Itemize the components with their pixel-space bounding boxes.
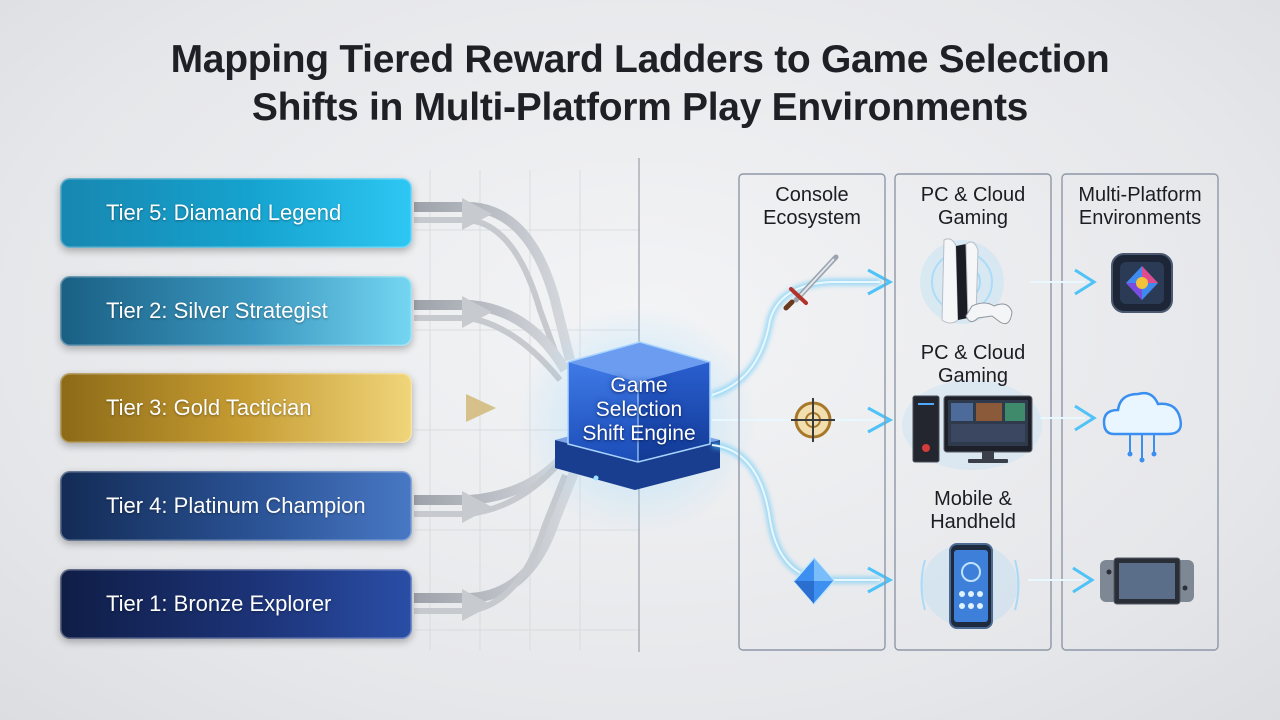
handheld-console-icon [1100,557,1194,605]
title-line-2: Shifts in Multi-Platform Play Environmen… [251,86,1029,129]
cloud-icon [1102,391,1182,463]
tier-label: Tier 2: Silver Strategist [106,298,328,323]
engine-cube [518,305,758,535]
pc-device-label: PC & Cloud Gaming [920,342,1026,387]
tier-card-diamond: Tier 5: Diamand Legend [60,178,412,248]
diagram-title: Mapping Tiered Reward Ladders to Game Se… [0,36,1280,132]
engine-label-line-1: Game [610,374,668,397]
title-line-1: Mapping Tiered Reward Ladders to Game Se… [170,38,1110,81]
tier-1-arrow [414,468,580,621]
console-panel [738,173,886,651]
tier-label: Tier 5: Diamand Legend [106,200,342,225]
tier-label: Tier 3: Gold Tactician [106,395,312,420]
tier-label: Tier 1: Bronze Explorer [106,591,332,616]
smartphone-icon [920,543,1020,629]
multi-panel [1061,173,1219,651]
tier-label: Tier 4: Platinum Champion [106,493,366,518]
tier-5-arrow [414,198,575,367]
multi-platform-column-header: Multi-Platform Environments [1078,184,1202,229]
sword-icon [783,254,839,311]
tier-card-silver: Tier 2: Silver Strategist [60,276,412,346]
tier-3-arrow [414,394,496,422]
crosshair-icon [791,398,835,442]
multi-platform-app-icon [1111,253,1173,313]
console-icon [920,238,1013,325]
mobile-device-label: Mobile & Handheld [930,488,1016,533]
crystal-icon [793,556,835,606]
tier-card-gold: Tier 3: Gold Tactician [60,373,412,443]
pc-column-header: PC & Cloud Gaming [920,184,1026,229]
engine-label: Game Selection Shift Engine [566,374,712,446]
pc-panel [894,173,1052,651]
console-column-header: Console Ecosystem [763,184,861,229]
engine-label-line-2: Selection [595,398,683,421]
engine-label-line-3: Shift Engine [582,422,696,445]
platform-arrows [1028,268,1097,594]
tier-card-platinum: Tier 4: Platinum Champion [60,471,412,541]
desktop-pc-icon [902,380,1042,470]
tier-card-bronze: Tier 1: Bronze Explorer [60,569,412,639]
